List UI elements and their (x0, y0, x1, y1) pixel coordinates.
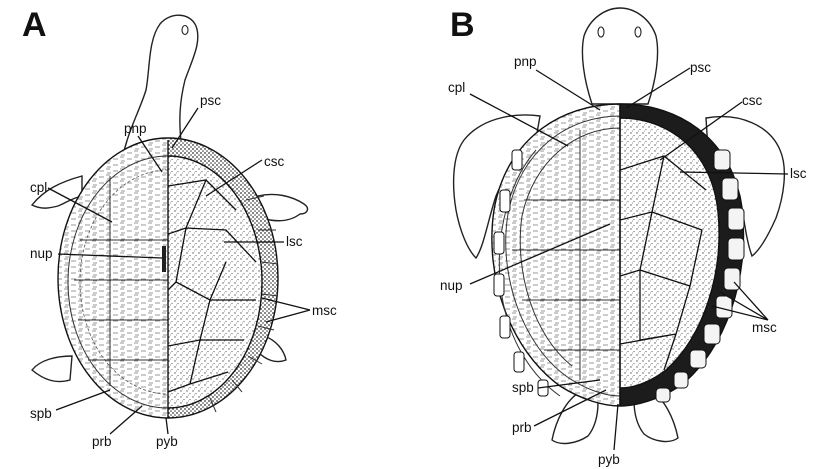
panel-label-a: A (22, 6, 47, 44)
panel-a-label-spb: spb (30, 406, 52, 421)
panel-a-label-cpl: cpl (30, 180, 47, 195)
panel-b-label-psc: psc (690, 60, 711, 75)
panel-b-label-lsc: lsc (790, 166, 807, 181)
panel-b-label-msc: msc (752, 320, 777, 335)
panel-b: B (440, 6, 807, 467)
panel-a-label-pyb: pyb (156, 434, 178, 449)
panel-b-label-prb: prb (512, 420, 532, 435)
panel-a-label-csc: csc (264, 154, 285, 169)
panel-b-head (582, 8, 657, 104)
panel-a-label-prb: prb (92, 434, 112, 449)
panel-a-label-nup: nup (30, 246, 53, 261)
panel-b-label-spb: spb (512, 380, 534, 395)
panel-b-label-nup: nup (440, 278, 463, 293)
panel-a-label-lsc: lsc (286, 234, 303, 249)
panel-a-label-pnp: pnp (124, 121, 147, 136)
panel-a-rear-limb-left (32, 356, 72, 382)
panel-b-label-csc: csc (742, 93, 763, 108)
panel-label-b: B (450, 6, 475, 44)
panel-b-label-cpl: cpl (448, 80, 465, 95)
panel-b-label-pnp: pnp (514, 54, 537, 69)
panel-a: A psc pnp (22, 6, 337, 449)
panel-b-label-pyb: pyb (598, 452, 620, 467)
panel-a-label-psc: psc (200, 93, 221, 108)
panel-a-label-msc: msc (312, 303, 337, 318)
